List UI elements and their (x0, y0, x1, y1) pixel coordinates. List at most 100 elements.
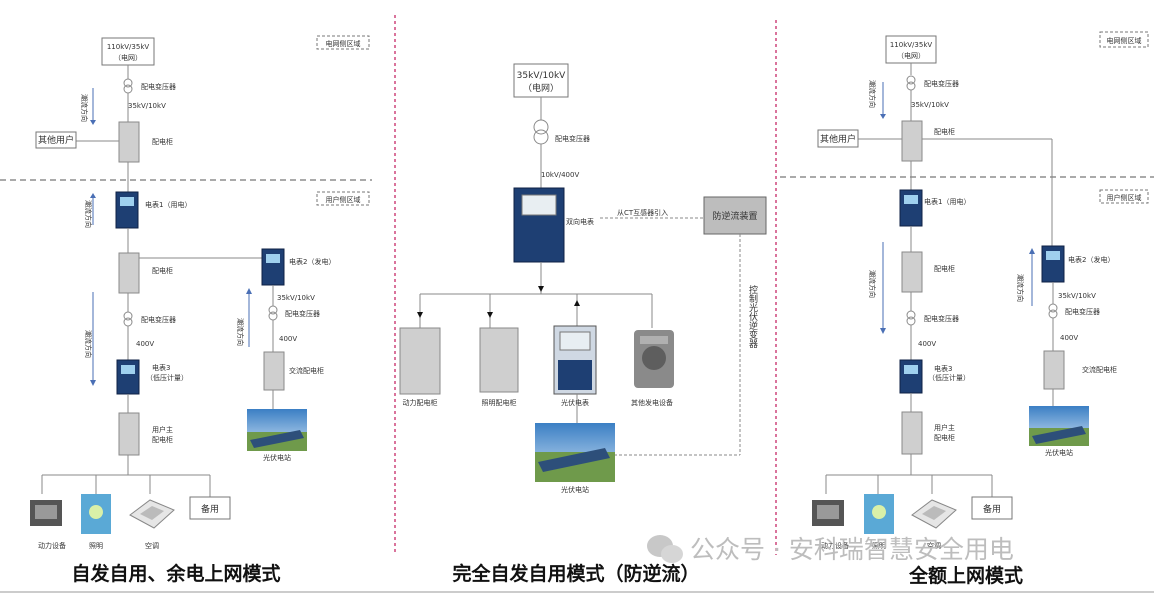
distribution-cabinet (118, 121, 140, 163)
generator-label: 其他发电设备 (631, 398, 673, 407)
voltage-2-label: 400V (136, 340, 154, 348)
panel-3-caption: 全额上网模式 (908, 564, 1023, 587)
cabinet-label: 配电柜 (152, 137, 173, 146)
load-lighting-label: 照明 (89, 542, 103, 550)
flow-direction-label-pv: 潮流方向 (236, 318, 245, 346)
load-lighting-label-3: 照明 (872, 542, 886, 550)
load-ac-label-3: 空调 (927, 541, 941, 550)
grid-zone-tag-3 (1099, 31, 1149, 48)
flow-direction-label-3a: 潮流方向 (868, 80, 877, 108)
air-conditioner-icon (129, 499, 175, 529)
meter-2-label-p3: 电表2（发电） (1068, 255, 1114, 264)
grid-source-sub: （电网） (114, 53, 142, 62)
voltage-label: 35kV/10kV (128, 102, 166, 110)
transformer-2-icon-p3 (906, 310, 916, 320)
anti-reverse-device (703, 196, 767, 235)
main-cabinet-label: 用户主 (152, 425, 173, 434)
load-spare-label-3: 备用 (983, 503, 1001, 515)
meter-3-label-p3: 电表3 (934, 364, 952, 373)
pv-voltage-2-label-p3: 400V (1060, 334, 1078, 342)
meter-1-label-p3: 电表1（用电） (924, 197, 970, 206)
flow-direction-label-3b: 潮流方向 (868, 270, 877, 298)
meter-3-label: 电表3 (152, 363, 170, 372)
voltage-2-label-p3: 400V (918, 340, 936, 348)
meter-3-sub-p3: （低压计量） (928, 373, 970, 382)
lighting-icon-3 (864, 494, 894, 534)
generator-icon (634, 330, 674, 388)
grid-source-label: 110kV/35kV (107, 43, 150, 51)
meter-3-sub: （低压计量） (146, 373, 188, 382)
grid-zone-label-3: 电网侧区域 (1107, 36, 1142, 45)
panel-full-self-use: 35kV/10kV （电网） 配电变压器 10kV/400V 双向电表 从CT互… (399, 63, 767, 585)
transformer-2-icon (123, 311, 133, 321)
watermark: 公众号 · 安科瑞智慧安全用电 (647, 535, 1014, 564)
lighting-cabinet (479, 327, 519, 393)
pv-transformer-icon (268, 305, 278, 315)
user-zone-label-3: 用户侧区域 (1107, 193, 1142, 202)
pv-station-label-2: 光伏电站 (561, 485, 589, 494)
power-equipment-icon-3 (812, 500, 844, 526)
pv-voltage-label: 35kV/10kV (277, 294, 315, 302)
voltage-label-2: 10kV/400V (541, 171, 579, 179)
pv-voltage-2-label: 400V (279, 335, 297, 343)
transformer-label-2: 配电变压器 (555, 134, 590, 143)
grid-source-box-2 (513, 63, 569, 98)
panel-1-caption: 自发自用、余电上网模式 (71, 562, 280, 585)
flow-direction-label-3c: 潮流方向 (1016, 274, 1025, 302)
main-cabinet-sub-p3: 配电柜 (934, 433, 955, 442)
transformer-icon-2 (533, 119, 549, 135)
transformer-label-3: 配电变压器 (924, 79, 959, 88)
grid-source-sub-2: （电网） (523, 82, 559, 94)
watermark-text: 公众号 · 安科瑞智慧安全用电 (690, 535, 1014, 564)
grid-zone-label: 电网侧区域 (326, 39, 361, 48)
meter-1-label: 电表1（用电） (145, 200, 191, 209)
grid-source-box-3 (885, 35, 937, 64)
ac-cabinet-p3 (1043, 350, 1065, 390)
grid-source-label-2: 35kV/10kV (517, 71, 567, 81)
main-cabinet-p3 (901, 411, 923, 455)
power-equipment-icon (30, 500, 62, 526)
voltage-label-3: 35kV/10kV (911, 101, 949, 109)
main-cabinet (118, 412, 140, 456)
flow-direction-label: 潮流方向 (80, 94, 89, 122)
air-conditioner-icon-3 (911, 499, 957, 529)
load-spare-label: 备用 (201, 503, 219, 515)
meter-2-label: 电表2（发电） (289, 257, 335, 266)
ct-note: 从CT互感器引入 (617, 208, 668, 217)
spare-box (189, 496, 231, 520)
pv-station-label-3: 光伏电站 (1045, 448, 1073, 457)
other-users-label: 其他用户 (38, 134, 74, 146)
pv-station-label: 光伏电站 (263, 453, 291, 462)
transformer-label: 配电变压器 (141, 82, 176, 91)
pv-station-image (247, 409, 307, 451)
grid-zone-tag (316, 35, 370, 50)
pv-transformer-label: 配电变压器 (285, 309, 320, 318)
grid-source-label-3: 110kV/35kV (890, 41, 933, 49)
load-ac-label: 空调 (145, 541, 159, 550)
main-cabinet-label-p3: 用户主 (934, 423, 955, 432)
other-users-box-3 (817, 129, 859, 148)
wechat-icon (647, 535, 683, 563)
distribution-cabinet-2 (118, 252, 140, 294)
flow-direction-label-3: 潮流方向 (84, 330, 93, 358)
distribution-cabinet-3b (901, 251, 923, 293)
ac-cabinet-label: 交流配电柜 (289, 366, 324, 375)
pv-station-image-3 (1029, 406, 1089, 446)
power-cabinet (399, 327, 441, 395)
transformer-icon (123, 78, 133, 88)
lighting-cabinet-label: 照明配电柜 (482, 398, 517, 407)
bidirectional-meter-label: 双向电表 (566, 217, 594, 226)
transformer-icon-3 (906, 75, 916, 85)
ac-cabinet-label-p3: 交流配电柜 (1082, 365, 1117, 374)
panel-2-caption: 完全自发自用模式（防逆流） (452, 562, 699, 585)
main-cabinet-sub: 配电柜 (152, 435, 173, 444)
grid-source-box (101, 37, 155, 66)
cabinet-label-3: 配电柜 (934, 127, 955, 136)
panel-self-use-surplus: 电网侧区域 用户侧区域 110kV/35kV （电网） 配电变压器 35kV/1… (0, 35, 372, 585)
transformer-2-label-p3: 配电变压器 (924, 314, 959, 323)
load-power-label: 动力设备 (38, 541, 66, 550)
load-power-label-3: 动力设备 (821, 541, 849, 550)
lighting-icon (81, 494, 111, 534)
power-cabinet-label: 动力配电柜 (403, 398, 438, 407)
